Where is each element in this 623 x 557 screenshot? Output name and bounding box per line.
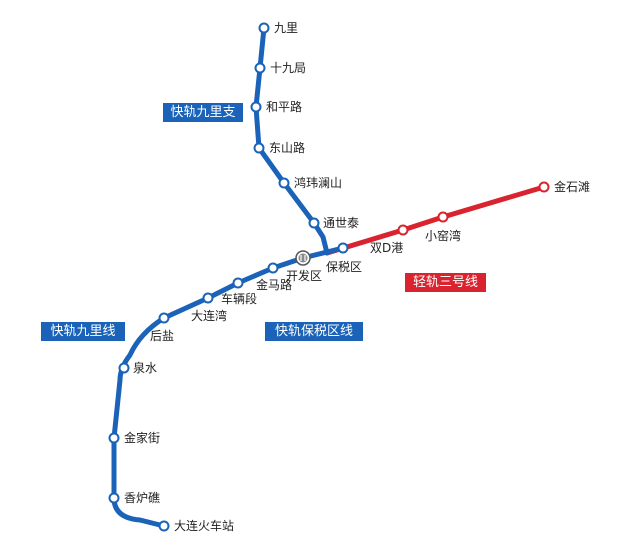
line-label-jiuli-branch: 快轨九里支 (163, 103, 243, 122)
station-quanshui[interactable] (118, 362, 130, 374)
station-label-jiuli: 九里 (274, 21, 298, 35)
line-light-rail-3 (324, 184, 547, 256)
station-hepinglu[interactable] (250, 101, 262, 113)
station-jinmalu[interactable] (267, 262, 279, 274)
station-label-dalian-station: 大连火车站 (174, 518, 234, 533)
station-label-tongshitai: 通世泰 (323, 216, 359, 230)
line-label-jiuli: 快轨九里线 (41, 322, 125, 341)
station-houyan[interactable] (158, 312, 170, 324)
station-shuangdgang[interactable] (397, 224, 409, 236)
station-hongweilanshan[interactable] (278, 177, 290, 189)
station-label-dongshanlu: 东山路 (269, 140, 305, 155)
station-label-jinshitan: 金石滩 (554, 179, 590, 194)
station-label-xianglujiao: 香炉礁 (124, 490, 160, 505)
station-dongshanlu[interactable] (253, 142, 265, 154)
station-jinshitan[interactable] (538, 181, 550, 193)
station-jiuli[interactable] (258, 22, 270, 34)
station-tongshitai[interactable] (308, 217, 320, 229)
station-xiaoyaowan[interactable] (437, 211, 449, 223)
station-label-hepinglu: 和平路 (266, 99, 302, 114)
station-label-houyan: 后盐 (150, 329, 174, 343)
line-label-bonded: 快轨保税区线 (265, 322, 363, 341)
station-dalian-station[interactable] (158, 520, 170, 532)
station-label-cheliangduan: 车辆段 (221, 291, 257, 306)
station-label-jinmalu: 金马路 (256, 277, 292, 292)
station-label-xiaoyaowan: 小窑湾 (425, 228, 461, 243)
station-label-shuangdgang: 双D港 (370, 241, 403, 255)
station-label-jinjiajie: 金家街 (124, 430, 160, 445)
station-xianglujiao[interactable] (108, 492, 120, 504)
station-label-baoshuiqu: 保税区 (326, 260, 362, 274)
station-jinjiajie[interactable] (108, 432, 120, 444)
station-label-dalianwan: 大连湾 (191, 308, 227, 323)
station-shijiuju[interactable] (254, 62, 266, 74)
station-cheliangduan[interactable] (232, 277, 244, 289)
station-label-hongweilanshan: 鸿玮澜山 (294, 176, 342, 190)
station-baoshuiqu[interactable] (337, 242, 349, 254)
transfer-icon[interactable] (295, 250, 311, 266)
station-label-quanshui: 泉水 (133, 361, 157, 375)
line-jiuli-main (111, 245, 346, 529)
station-dalianwan[interactable] (202, 292, 214, 304)
line-label-light-rail-3: 轻轨三号线 (405, 273, 486, 292)
station-label-shijiuju: 十九局 (270, 61, 306, 75)
line-jiuli-branch (253, 25, 330, 256)
station-label-kaifaqu: 开发区 (286, 268, 322, 283)
